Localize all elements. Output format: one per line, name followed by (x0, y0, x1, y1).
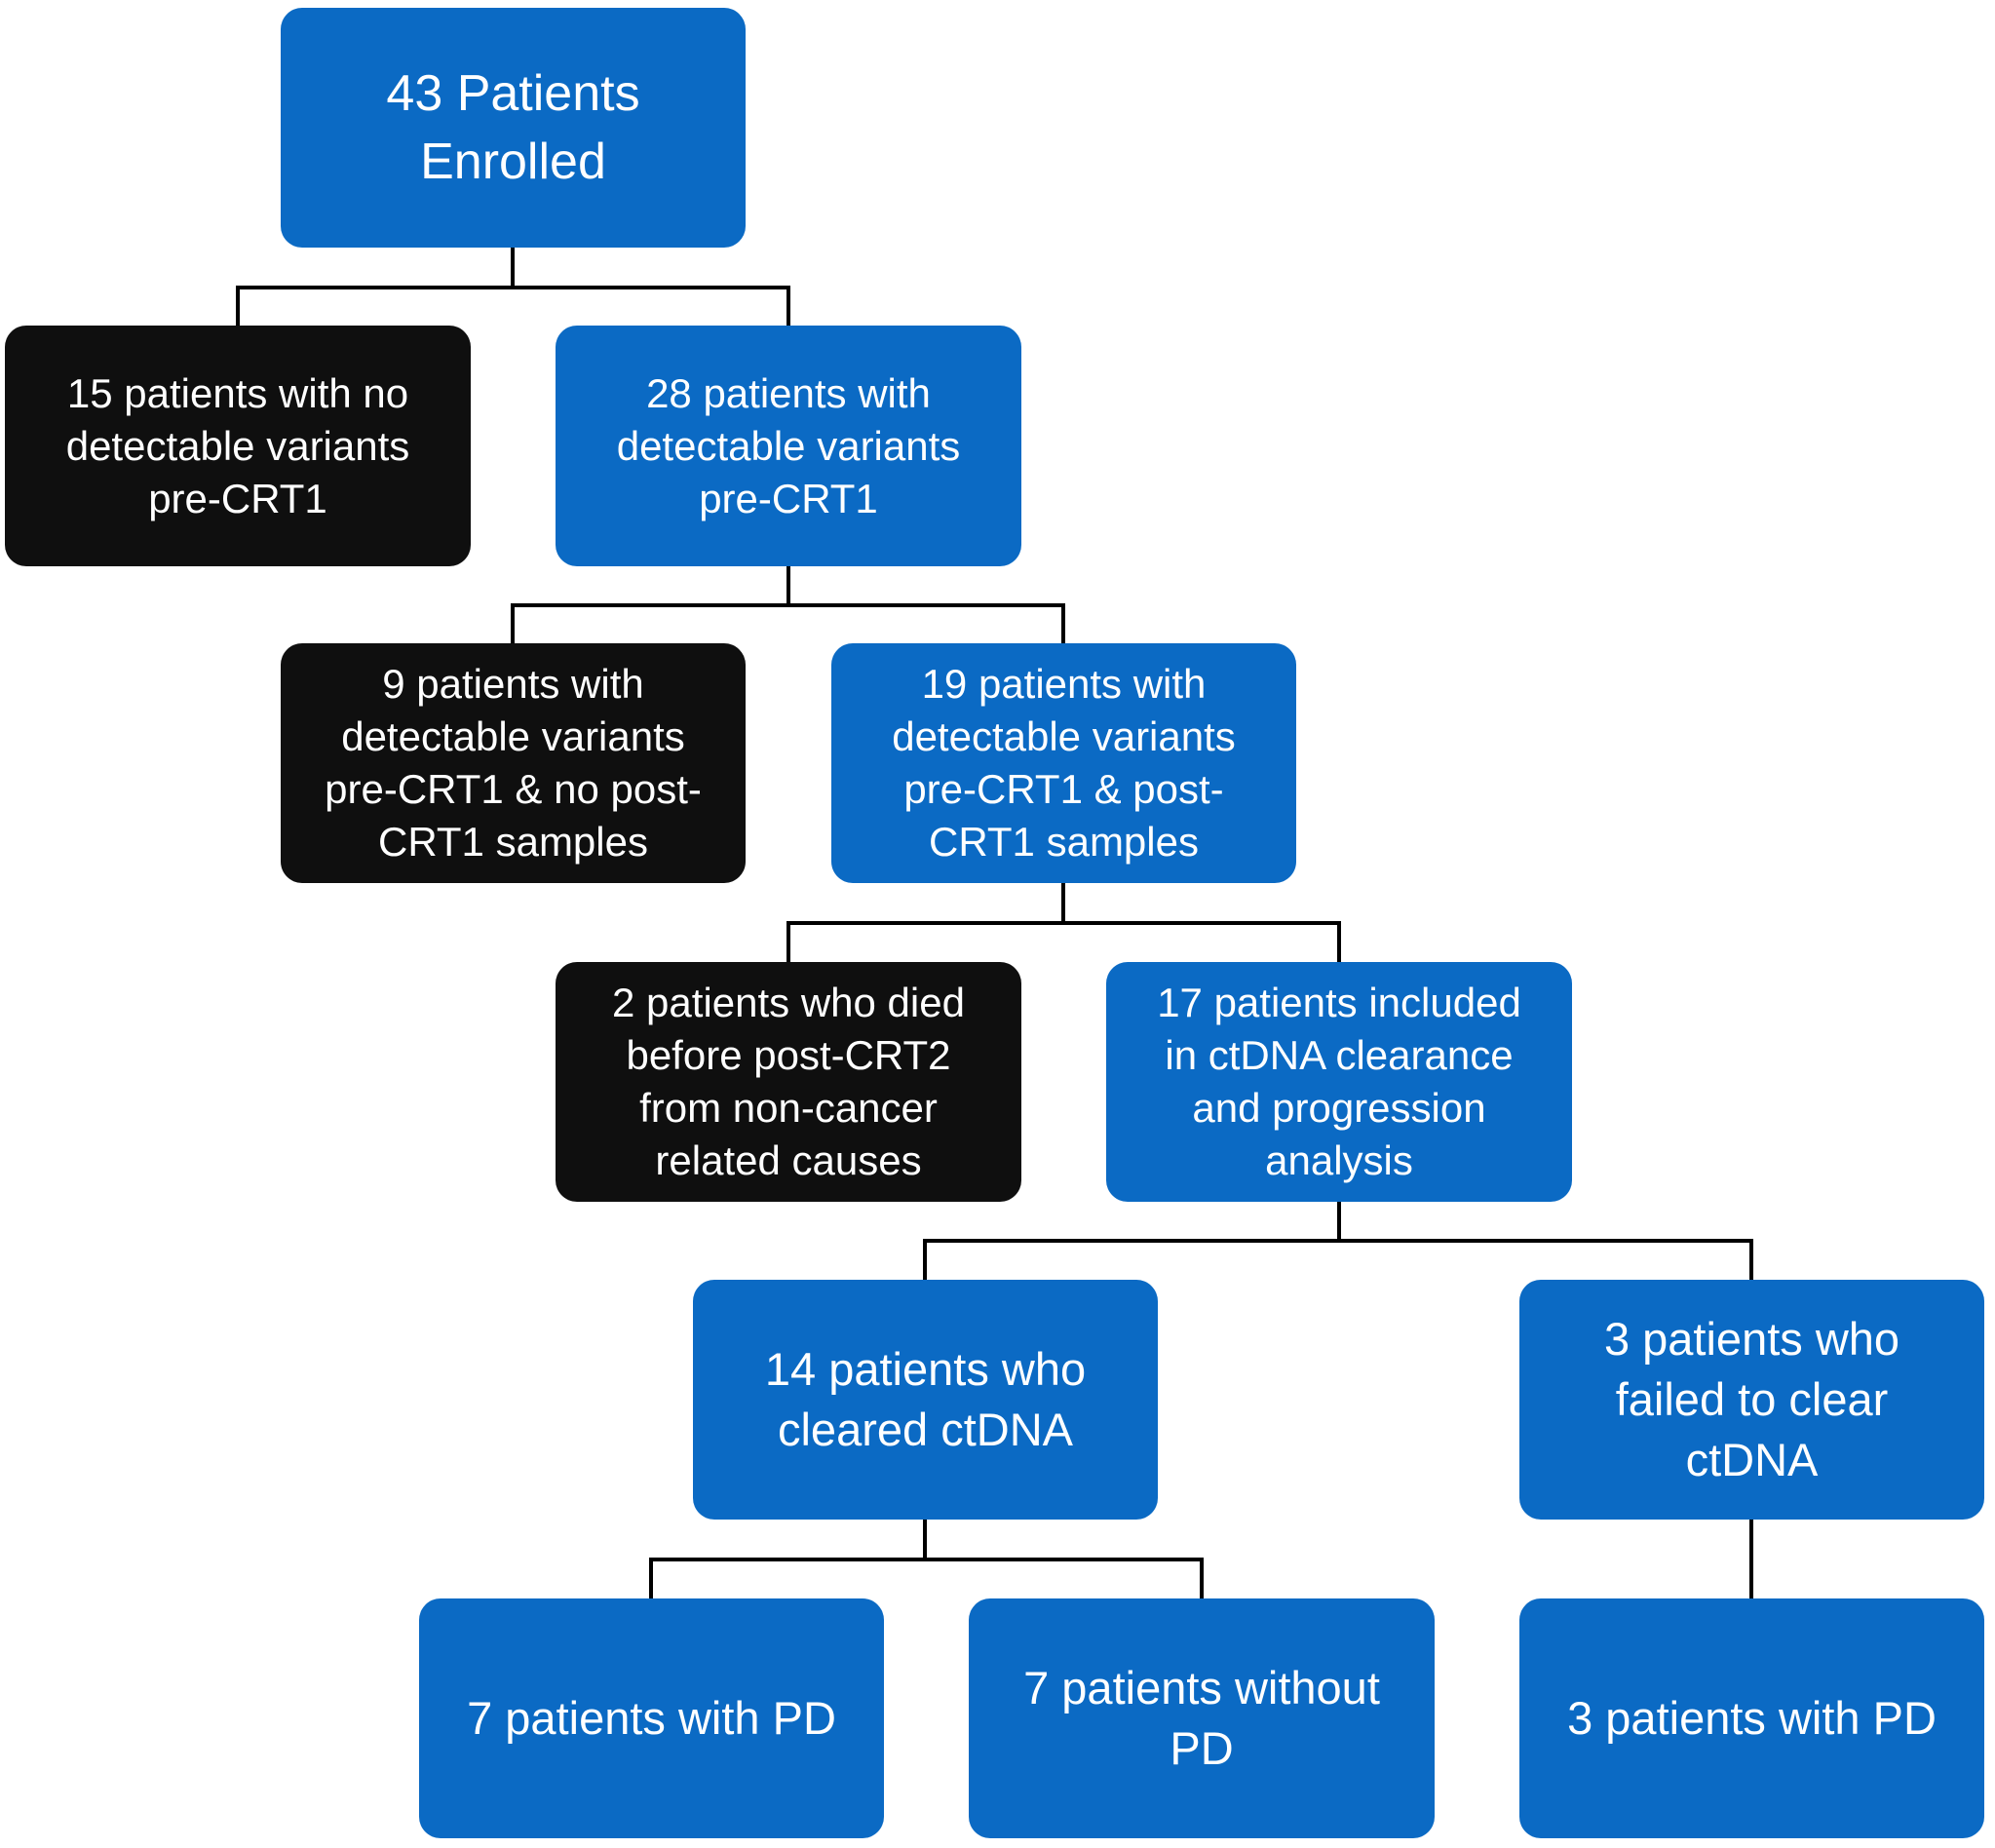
failed-box: 3 patients who failed to clear ctDNA (1519, 1280, 1984, 1520)
cleared-label: 14 patients who cleared ctDNA (764, 1343, 1087, 1455)
failed-pd-box: 3 patients with PD (1519, 1598, 1984, 1838)
connector-included-split (923, 1239, 1753, 1280)
connector-post-split (786, 921, 1341, 962)
cleared-pd-label: 7 patients with PD (467, 1692, 836, 1744)
included-label: 17 patients included in ctDNA clearance … (1157, 980, 1521, 1183)
died-box: 2 patients who died before post-CRT2 fro… (556, 962, 1021, 1202)
died-label: 2 patients who died before post-CRT2 fro… (612, 980, 965, 1183)
failed-pd-label: 3 patients with PD (1567, 1692, 1937, 1744)
failed-label: 3 patients who failed to clear ctDNA (1603, 1313, 1900, 1485)
enrolled-box: 43 Patients Enrolled (281, 8, 746, 248)
connector-enrolled-split (236, 286, 790, 326)
no-variants-label: 15 patients with no detectable variants … (65, 369, 410, 521)
no-variants-box: 15 patients with no detectable variants … (5, 326, 471, 566)
connector-cleared-split (649, 1558, 1204, 1598)
variants-label: 28 patients with detectable variants pre… (616, 369, 961, 521)
included-box: 17 patients included in ctDNA clearance … (1106, 962, 1572, 1202)
variants-box: 28 patients with detectable variants pre… (556, 326, 1021, 566)
enrolled-label: 43 Patients Enrolled (386, 65, 640, 190)
post-samples-label: 19 patients with detectable variants pre… (892, 661, 1236, 865)
post-samples-box: 19 patients with detectable variants pre… (831, 643, 1296, 883)
cleared-no-pd-box: 7 patients without PD (969, 1598, 1435, 1838)
cleared-pd-box: 7 patients with PD (419, 1598, 884, 1838)
no-post-samples-box: 9 patients with detectable variants pre-… (281, 643, 746, 883)
cleared-no-pd-label: 7 patients without PD (1023, 1662, 1380, 1774)
cleared-box: 14 patients who cleared ctDNA (693, 1280, 1158, 1520)
no-post-samples-label: 9 patients with detectable variants pre-… (325, 661, 702, 865)
connector-variants-split (511, 603, 1065, 643)
